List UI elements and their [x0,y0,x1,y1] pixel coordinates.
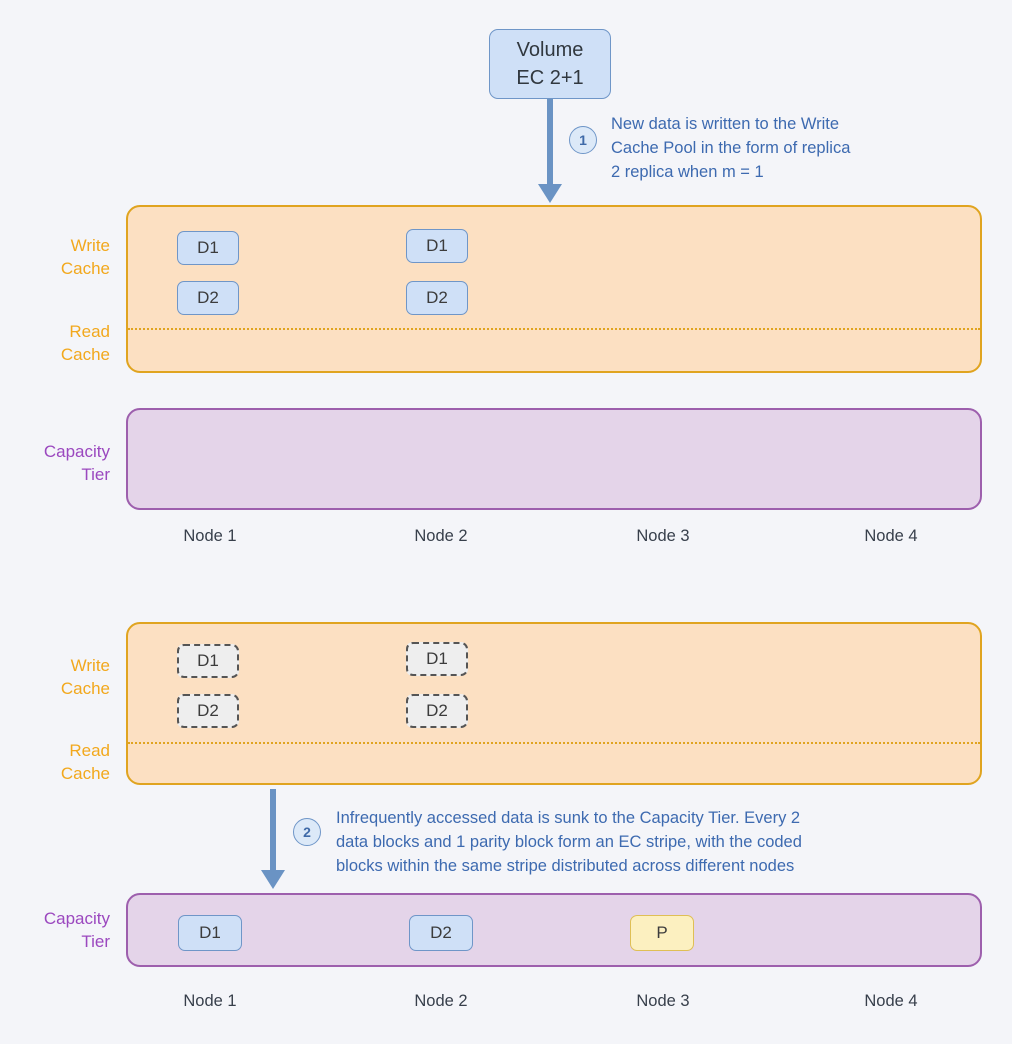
arrow-cache-to-capacity [261,789,285,893]
read-cache-label-bottom: Read Cache [60,741,110,783]
cache-block-d2-node1-top: D2 [177,281,239,315]
read-cache-label-top: Read Cache [60,322,110,364]
node-label-4-bottom: Node 4 [864,992,918,1010]
write-cache-label-bottom: Write Cache [60,656,110,698]
arrow-head [538,184,562,203]
block-label: D2 [197,288,219,307]
block-label: D2 [430,923,452,942]
arrow-head [261,870,285,889]
block-label: D1 [426,649,448,668]
cache-block-d2-node2-top: D2 [406,281,468,315]
capacity-tier-panel-bottom [126,893,982,967]
node-label-2-top: Node 2 [414,527,468,545]
arrow-shaft [270,789,276,871]
block-label: D1 [426,236,448,255]
node-label-3-top: Node 3 [636,527,690,545]
node-label-2-bottom: Node 2 [414,992,468,1010]
step-1-text: New data is written to the Write Cache P… [611,115,851,181]
volume-node: Volume EC 2+1 [489,29,611,99]
write-read-cache-panel-bottom [126,622,982,785]
step-2-text: Infrequently accessed data is sunk to th… [336,809,802,875]
arrow-volume-to-cache [538,99,562,203]
block-label: D1 [197,238,219,257]
capacity-tier-panel-top [126,408,982,510]
step-2-number: 2 [303,824,311,840]
arrow-shaft [547,99,553,185]
node-label-1-bottom: Node 1 [183,992,237,1010]
capacity-block-d2-node2: D2 [409,915,473,951]
block-label: D1 [199,923,221,942]
block-label: D2 [197,701,219,720]
node-label-4-top: Node 4 [864,527,918,545]
volume-title: Volume [516,39,584,61]
cache-block-d1-node2-top: D1 [406,229,468,263]
capacity-tier-label-top: Capacity Tier [43,442,110,484]
step-1-number: 1 [579,132,587,148]
block-label: P [656,923,668,942]
block-label: D2 [426,288,448,307]
step-2-badge: 2 [293,818,321,846]
block-label: D1 [197,651,219,670]
step-1-badge: 1 [569,126,597,154]
cache-ghost-block-d1-node1: D1 [177,644,239,678]
write-read-cache-panel-top [126,205,982,373]
cache-ghost-block-d2-node2: D2 [406,694,468,728]
capacity-block-parity-node3: P [630,915,694,951]
block-label: D2 [426,701,448,720]
cache-block-d1-node1-top: D1 [177,231,239,265]
cache-divider-bottom [128,742,980,744]
node-label-3-bottom: Node 3 [636,992,690,1010]
cache-ghost-block-d2-node1: D2 [177,694,239,728]
capacity-tier-label-bottom: Capacity Tier [43,909,110,951]
volume-subtitle: EC 2+1 [516,67,584,89]
capacity-block-d1-node1: D1 [178,915,242,951]
cache-ghost-block-d1-node2: D1 [406,642,468,676]
cache-divider-top [128,328,980,330]
write-cache-label-top: Write Cache [60,236,110,278]
node-label-1-top: Node 1 [183,527,237,545]
